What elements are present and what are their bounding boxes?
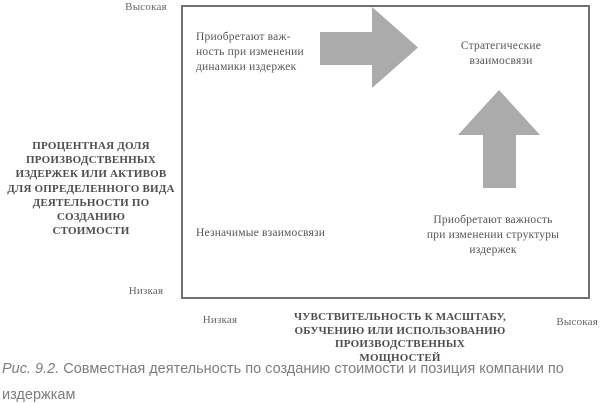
y-axis-title-line: ДЛЯ ОПРЕДЕЛЕННОГО ВИДА bbox=[7, 182, 175, 195]
quadrant-bottom-right-text: Приобретают важность при изменении струк… bbox=[412, 213, 574, 258]
quadrant-bottom-right-line: издержек bbox=[469, 244, 517, 256]
x-axis-title-line: ОБУЧЕНИЮ ИЛИ ИСПОЛЬЗОВАНИЮ bbox=[294, 324, 506, 337]
quadrant-top-right-line: Стратегические bbox=[460, 40, 542, 52]
quadrant-top-right-text: Стратегические взаимосвязи bbox=[440, 39, 562, 69]
up-arrow-icon bbox=[458, 90, 540, 188]
y-axis-title-line: СТОИМОСТИ bbox=[52, 225, 130, 238]
quadrant-bottom-right-line: Приобретают важность bbox=[433, 214, 553, 226]
quadrant-top-left-line: Приобретают важ- bbox=[196, 31, 291, 43]
y-axis-title: ПРОЦЕНТНАЯ ДОЛЯ ПРОИЗВОДСТВЕННЫХ ИЗДЕРЖЕ… bbox=[0, 139, 182, 238]
quadrant-top-left-line: ность при изменении bbox=[196, 46, 304, 58]
quadrant-top-right-line: взаимосвязи bbox=[469, 55, 533, 67]
up-arrow-shape bbox=[458, 90, 540, 188]
y-axis-title-line: ПРОЦЕНТНАЯ ДОЛЯ bbox=[32, 140, 150, 152]
figure-caption-number: Рис. 9.2. bbox=[2, 361, 60, 377]
figure-caption-text: Совместная деятельность по созданию стои… bbox=[2, 361, 564, 403]
x-axis-low-label: Низкая bbox=[202, 314, 238, 326]
x-axis-title: ЧУВСТВИТЕЛЬНОСТЬ К МАСШТАБУ, ОБУЧЕНИЮ ИЛ… bbox=[294, 311, 506, 365]
x-axis-title-line: ЧУВСТВИТЕЛЬНОСТЬ К МАСШТАБУ, bbox=[294, 311, 506, 323]
y-axis-low-label: Низкая bbox=[128, 285, 164, 297]
x-axis-title-line: ПРОИЗВОДСТВЕННЫХ МОЩНОСТЕЙ bbox=[334, 338, 466, 364]
right-arrow-shape bbox=[320, 7, 418, 88]
quadrant-bottom-right-line: при изменении структуры bbox=[426, 229, 560, 241]
quadrant-top-left-text: Приобретают важ- ность при изменении дин… bbox=[196, 30, 326, 75]
quadrant-top-left-line: динамики издержек bbox=[196, 61, 297, 73]
y-axis-title-line: ИЗДЕРЖЕК ИЛИ АКТИВОВ bbox=[15, 168, 167, 181]
y-axis-title-line: ДЕЯТЕЛЬНОСТИ ПО СОЗДАНИЮ bbox=[32, 196, 150, 224]
x-axis-high-label: Высокая bbox=[556, 316, 598, 328]
figure-caption: Рис. 9.2. Совместная деятельность по соз… bbox=[2, 356, 596, 403]
y-axis-title-line: ПРОИЗВОДСТВЕННЫХ bbox=[25, 154, 157, 167]
y-axis-high-label: Высокая bbox=[125, 1, 167, 13]
right-arrow-icon bbox=[320, 7, 418, 88]
quadrant-bottom-left-text: Незначимые взаимосвязи bbox=[196, 227, 326, 239]
